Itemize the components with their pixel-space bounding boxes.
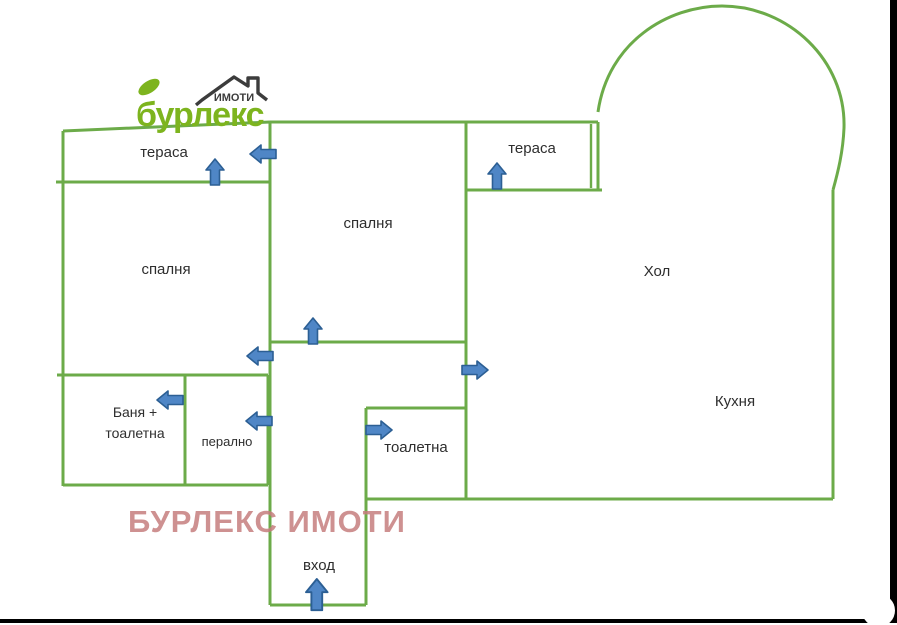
agency-logo-graphic: ИМОТИ бурлекс <box>136 75 269 134</box>
room-label-living-room: Хол <box>643 263 671 280</box>
bedroom-middle-door-arrow-icon <box>303 317 323 345</box>
walls-group <box>56 4 846 607</box>
room-label-kitchen: Кухня <box>714 393 756 410</box>
room-label-bedroom-middle: спалня <box>343 215 393 232</box>
room-label-bedroom-left: спалня <box>141 261 191 278</box>
logo-brand-name: бурлекс <box>136 96 264 134</box>
room-label-terrace-left: тераса <box>140 144 188 161</box>
room-label-entrance: вход <box>302 557 336 574</box>
room-label-terrace-top: тераса <box>508 140 556 157</box>
agency-logo: ИМОТИ бурлекс <box>136 70 276 134</box>
toilet-door-arrow-icon <box>365 420 393 440</box>
logo-tagline: ИМОТИ <box>214 92 254 104</box>
terrace-left-side-arrow-icon <box>249 144 277 164</box>
bay-arc-wall <box>596 4 846 191</box>
room-label-laundry: перално <box>201 434 253 449</box>
door-arrows-group <box>156 144 507 612</box>
room-label-toilet: тоалетна <box>384 439 448 456</box>
terrace-top-door-arrow-icon <box>487 162 507 190</box>
room-label-bathroom-line1: Баня + <box>112 404 158 420</box>
room-label-bathroom-line2: тоалетна <box>105 425 165 441</box>
photo-corner-notch <box>862 594 895 625</box>
logo-house-roof-icon <box>194 75 269 107</box>
agency-watermark: БУРЛЕКС ИМОТИ <box>128 504 406 539</box>
photo-edge-right <box>890 0 897 622</box>
photo-edge-bottom <box>0 619 897 623</box>
wall <box>62 120 271 133</box>
room-label-bathroom: Баня + тоалетна <box>105 402 164 444</box>
logo-leaf-icon <box>138 78 160 96</box>
